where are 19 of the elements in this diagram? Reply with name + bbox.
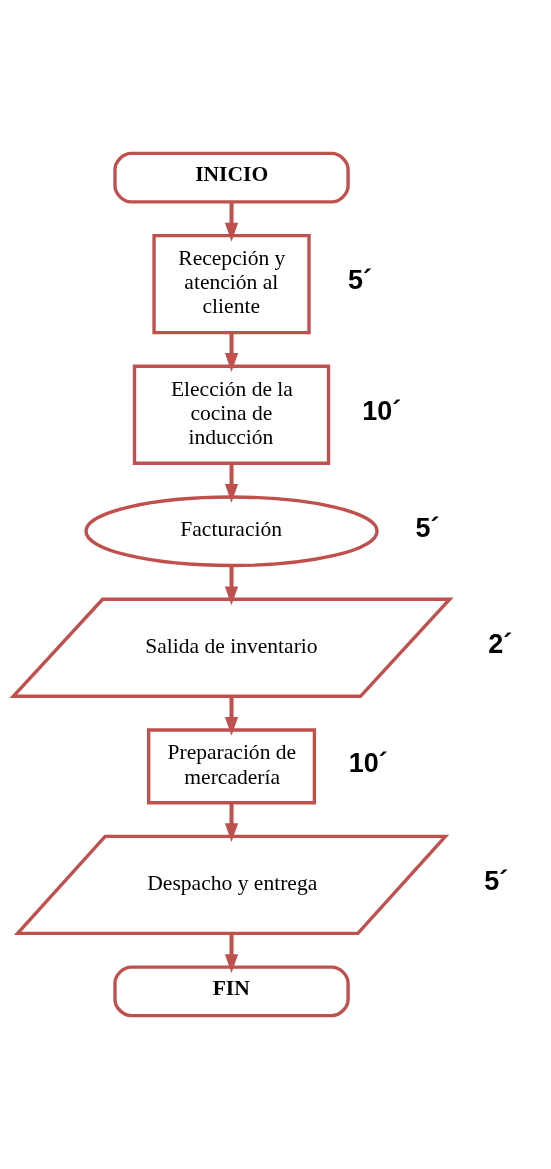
- node-box: Preparación de mercadería: [146, 728, 317, 805]
- arrow: [224, 803, 239, 843]
- arrow: [224, 202, 239, 242]
- arrow: [224, 696, 239, 736]
- node-label: 2´: [488, 629, 513, 660]
- node-label: 5´: [348, 265, 373, 296]
- node-label: 5´: [415, 512, 440, 543]
- node-ellipse: Facturación: [84, 495, 379, 568]
- node-label: 5´: [484, 866, 509, 897]
- arrow: [224, 463, 239, 503]
- node-box: Recepción y atención al cliente: [152, 233, 311, 335]
- node-label: 10´: [348, 747, 388, 778]
- node-box: FIN: [113, 965, 350, 1018]
- node-box: Elección de la cocina de inducción: [132, 364, 331, 465]
- node-box: INICIO: [113, 151, 350, 204]
- arrow: [224, 933, 239, 974]
- arrow: [224, 332, 239, 372]
- arrow: [224, 566, 239, 606]
- node-label: 10´: [362, 396, 402, 427]
